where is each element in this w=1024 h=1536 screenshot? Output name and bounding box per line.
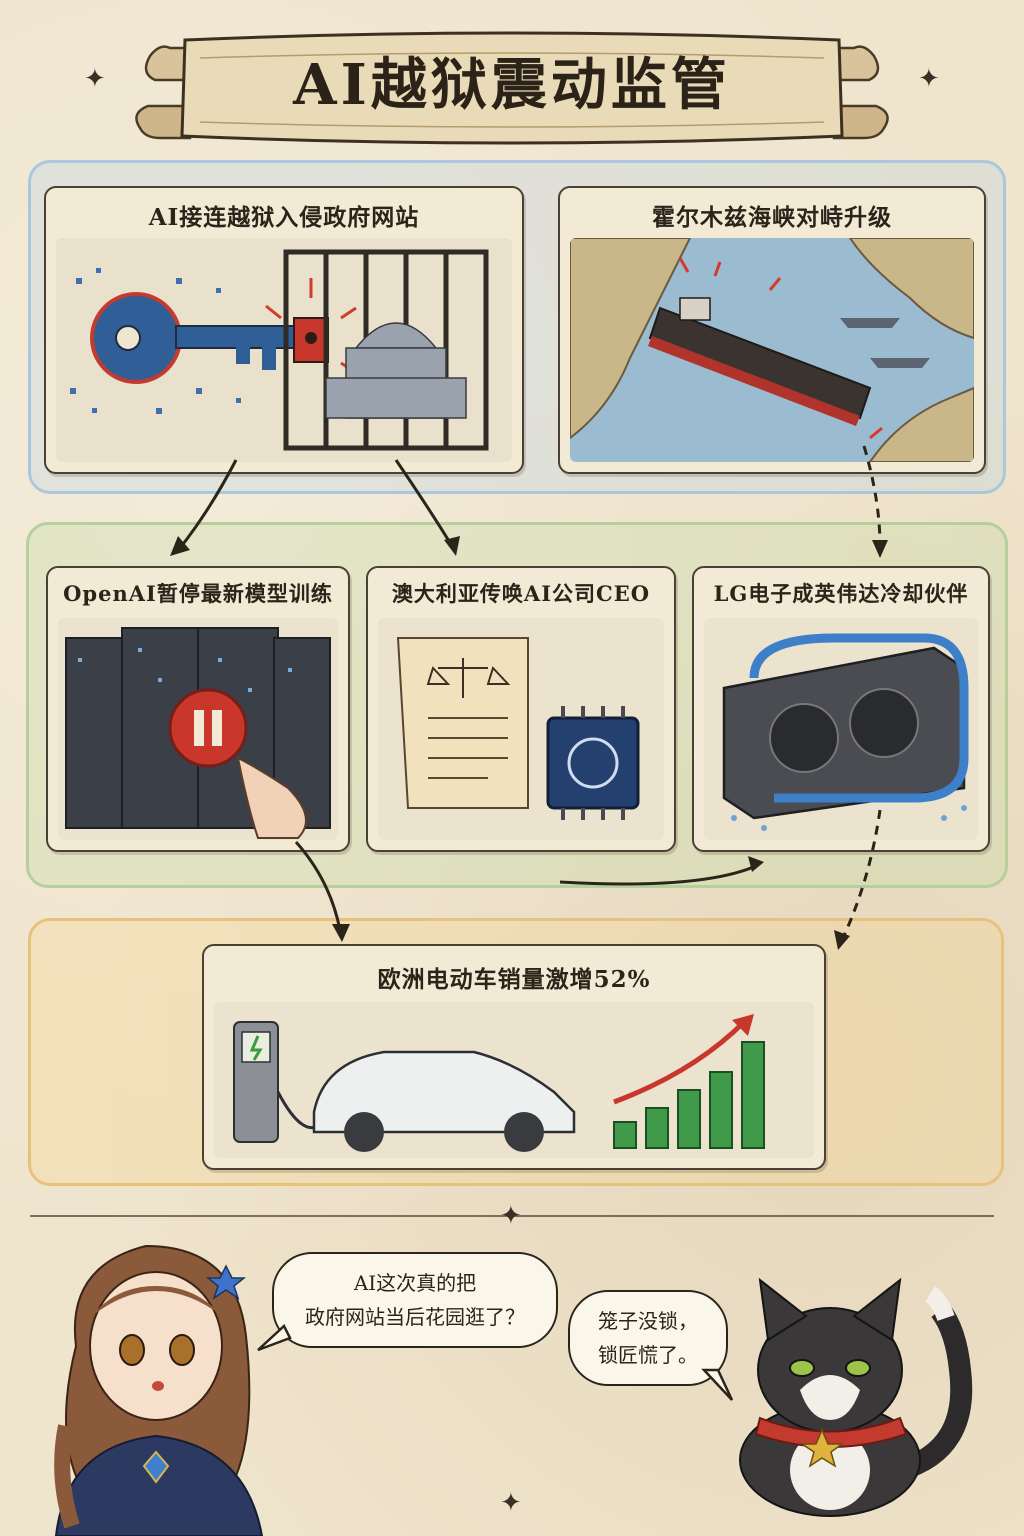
pause-button-icon	[168, 688, 248, 768]
openai-illustration	[58, 618, 338, 840]
card-openai: OpenAI暂停最新模型训练	[46, 566, 350, 852]
card-title: 欧洲电动车销量激增52%	[377, 966, 651, 993]
girl-character	[54, 1244, 264, 1536]
card-title: LG电子成英伟达冷却伙伴	[713, 581, 969, 606]
cat-line-2: 锁匠慌了。	[598, 1343, 698, 1367]
ai-chip-icon	[546, 706, 640, 820]
pointing-hand-icon	[236, 756, 307, 839]
gold-star-badge-icon	[799, 1428, 845, 1468]
gpu-card-icon	[722, 646, 966, 820]
blue-gem-icon	[142, 1450, 170, 1484]
lg-illustration	[704, 618, 978, 840]
charging-station-icon	[233, 1021, 326, 1143]
government-building-icon	[325, 322, 467, 419]
red-scarf-icon	[754, 1416, 908, 1448]
jailbreak-illustration	[56, 238, 512, 462]
server-rack-icon	[65, 627, 331, 829]
oil-tanker-icon	[648, 297, 872, 426]
growth-bar-chart-icon	[613, 1041, 765, 1149]
girl-speech-bubble: AI这次真的把 政府网站当后花园逛了？	[272, 1252, 558, 1348]
cooling-pipe-icon	[749, 633, 969, 803]
girl-bubble-tail	[257, 1323, 292, 1352]
scales-of-justice-icon	[426, 658, 511, 698]
card-hormuz: 霍尔木兹海峡对峙升级	[558, 186, 986, 474]
girl-line-2: 政府网站当后花园逛了？	[305, 1305, 525, 1329]
card-ev: 欧洲电动车销量激增52%	[202, 944, 826, 1170]
star-hairpin-icon	[205, 1264, 247, 1300]
card-jailbreak: AI接连越狱入侵政府网站	[44, 186, 524, 474]
digital-key-icon	[90, 292, 297, 384]
cat-bubble-tail	[701, 1368, 734, 1401]
card-australia: 澳大利亚传唤AI公司CEO	[366, 566, 676, 852]
warship-icon	[840, 318, 930, 368]
card-lg: LG电子成英伟达冷却伙伴	[692, 566, 990, 852]
ev-illustration	[214, 1002, 814, 1158]
sparkle-icon: ✦	[500, 1488, 522, 1518]
australia-illustration	[378, 618, 664, 840]
girl-line-1: AI这次真的把	[353, 1271, 477, 1295]
cat-speech-bubble: 笼子没锁， 锁匠慌了。	[568, 1290, 728, 1386]
trend-arrow-icon	[613, 1020, 746, 1105]
page-title: AI越狱震动监管	[293, 52, 731, 118]
sparkle-icon: ✦	[500, 1201, 522, 1231]
card-title: 澳大利亚传唤AI公司CEO	[391, 581, 651, 606]
divider-line	[30, 1215, 994, 1217]
sparkle-icon: ✦	[84, 64, 106, 94]
electric-car-icon	[312, 1050, 576, 1152]
sparkle-icon: ✦	[918, 64, 940, 94]
cat-line-1: 笼子没锁，	[598, 1309, 698, 1333]
card-title: AI接连越狱入侵政府网站	[148, 204, 420, 231]
hormuz-illustration	[570, 238, 974, 462]
title-scroll-banner	[135, 31, 889, 145]
card-title: OpenAI暂停最新模型训练	[63, 581, 333, 606]
cat-character	[739, 1277, 973, 1517]
card-title: 霍尔木兹海峡对峙升级	[652, 204, 892, 231]
legal-scroll-icon	[396, 637, 529, 809]
